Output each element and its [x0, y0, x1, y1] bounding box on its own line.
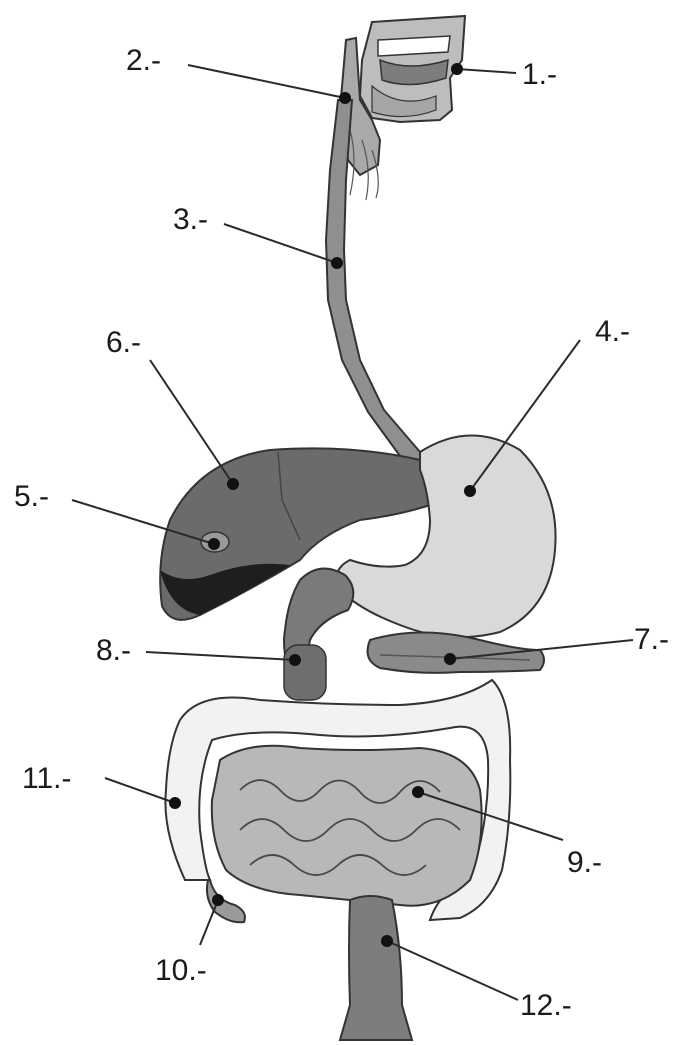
small-intestine-illustration [212, 746, 482, 906]
label-esophagus: 3.- [173, 203, 208, 236]
esophagus-pointer-dot [331, 257, 343, 269]
label-mouth: 1.- [522, 58, 557, 91]
label-stomach: 4.- [595, 315, 630, 348]
label-pharynx: 2.- [126, 44, 161, 77]
mouth-pointer-dot [451, 63, 463, 75]
pancreas-pointer-dot [444, 653, 456, 665]
mouth-illustration [360, 16, 465, 122]
label-liver: 6.- [106, 326, 141, 359]
label-duodenum: 8.- [96, 634, 131, 667]
label-appendix: 10.- [155, 954, 207, 987]
label-small-intestine: 9.- [567, 846, 602, 879]
rectum-pointer-dot [381, 935, 393, 947]
small-intestine-pointer-dot [412, 786, 424, 798]
stomach-pointer-dot [464, 485, 476, 497]
liver-pointer-dot [227, 478, 239, 490]
large-intestine-pointer-dot [169, 797, 181, 809]
duodenum-pointer-dot [289, 654, 301, 666]
pharynx-pointer-dot [339, 92, 351, 104]
appendix-pointer-dot [212, 894, 224, 906]
label-rectum: 12.- [520, 989, 572, 1022]
label-large-intestine: 11.- [22, 762, 71, 795]
label-gallbladder: 5.- [14, 480, 49, 513]
label-pancreas: 7.- [634, 623, 669, 656]
gallbladder-pointer-dot [208, 538, 220, 550]
rectum-illustration [340, 896, 412, 1040]
